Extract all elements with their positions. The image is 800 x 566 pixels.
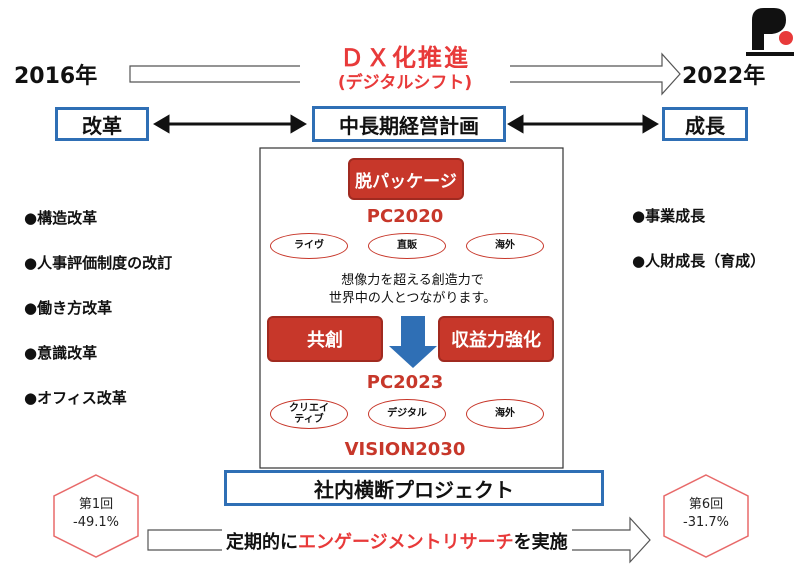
list-item: ●人財成長（育成） (632, 252, 766, 270)
oval-2023: 海外 (466, 399, 544, 429)
reform-list: ●構造改革 ●人事評価制度の改訂 ●働き方改革 ●意識改革 ●オフィス改革 (24, 207, 172, 432)
slogan-line: 想像力を超える創造力で (341, 273, 484, 288)
survey-suffix: を実施 (513, 532, 568, 553)
survey-prefix: 定期的に (226, 532, 298, 553)
slogan: 想像力を超える創造力で 世界中の人とつながります。 (280, 272, 545, 307)
profitability-box: 収益力強化 (438, 316, 554, 362)
midterm-plan-box: 中長期経営計画 (312, 106, 506, 142)
list-item: ●人事評価制度の改訂 (24, 254, 173, 272)
oval-2020: 直販 (368, 233, 446, 259)
oval-2023: デジタル (368, 399, 446, 429)
year-end: 2022年 (682, 64, 766, 89)
reform-box: 改革 (55, 107, 149, 141)
year-start: 2016年 (14, 64, 98, 89)
survey-text: 定期的にエンゲージメントリサーチを実施 (222, 528, 572, 554)
oval-2020: 海外 (466, 233, 544, 259)
dx-subtitle: (デジタルシフト) (300, 68, 510, 93)
list-item: ●構造改革 (24, 209, 98, 227)
hex-left-label: 第1回 -49.1% (56, 496, 136, 531)
hex-left (53, 474, 139, 558)
down-arrow-icon (389, 316, 437, 368)
depackage-box: 脱パッケージ (348, 158, 464, 200)
survey-round: 第6回 (688, 497, 724, 512)
cocreation-box: 共創 (267, 316, 383, 362)
survey-round: 第1回 (78, 497, 114, 512)
cross-project-box: 社内横断プロジェクト (224, 470, 604, 506)
growth-box: 成長 (662, 107, 748, 141)
oval-2023: クリエイ ティブ (270, 399, 348, 429)
list-item: ●意識改革 (24, 344, 98, 362)
hex-right-label: 第6回 -31.7% (666, 496, 746, 531)
logo-icon (746, 8, 794, 56)
hex-right (663, 474, 749, 558)
survey-highlight: エンゲージメントリサーチ (298, 532, 514, 553)
list-item: ●働き方改革 (24, 299, 113, 317)
list-item: ●事業成長 (632, 207, 706, 225)
survey-score: -31.7% (683, 514, 729, 530)
list-item: ●オフィス改革 (24, 389, 127, 407)
survey-score: -49.1% (73, 514, 119, 530)
vision2030-label: VISION2030 (344, 439, 466, 460)
oval-2020: ライヴ (270, 233, 348, 259)
growth-list: ●事業成長 ●人財成長（育成） (632, 205, 765, 295)
dx-title: ＤＸ化推進 (300, 38, 510, 73)
pc2020-label: PC2020 (366, 206, 444, 227)
pc2023-label: PC2023 (366, 372, 444, 393)
slogan-line: 世界中の人とつながります。 (328, 290, 497, 306)
